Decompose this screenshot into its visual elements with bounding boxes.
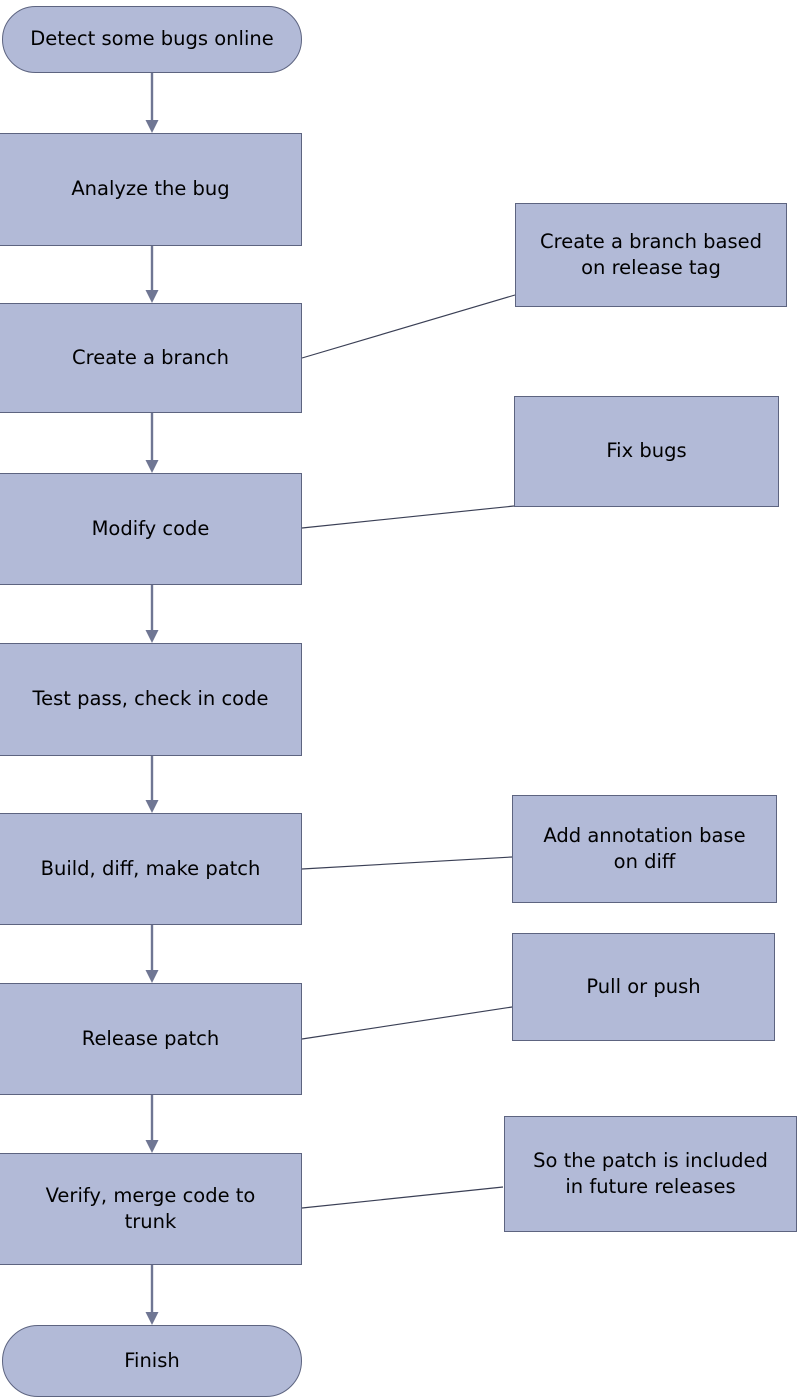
process-node-create-branch: Create a branch <box>0 303 302 413</box>
release-patch-label: Release patch <box>81 1026 220 1050</box>
create-branch-label: Create a branch <box>72 345 229 369</box>
arrow-create-branch-modify <box>145 413 159 473</box>
analyze-label: Analyze the bug <box>71 177 230 201</box>
process-node-finish: Finish <box>2 1325 302 1397</box>
arrow-modify-test <box>145 585 159 643</box>
build-diff-patch-label: Build, diff, make patch <box>40 856 261 880</box>
annotation-node-note-fix-bugs: Fix bugs <box>514 396 779 507</box>
arrow-release-verify <box>145 1095 159 1153</box>
process-node-verify-merge: Verify, merge code to trunk <box>0 1153 302 1265</box>
arrow-build-release <box>145 925 159 983</box>
arrow-start-analyze <box>145 73 159 133</box>
process-node-test-check-in: Test pass, check in code <box>0 643 302 756</box>
connector-release-patch-note <box>301 1006 513 1040</box>
note-add-annotation-label: Add annotation base on diff <box>543 823 746 873</box>
start-label: Detect some bugs online <box>30 27 274 51</box>
arrow-verify-finish <box>145 1265 159 1325</box>
annotation-node-note-add-annotation: Add annotation base on diff <box>512 795 777 903</box>
note-create-branch-label: Create a branch based on release tag <box>540 229 762 279</box>
connector-create-branch-note <box>301 294 516 359</box>
note-fix-bugs-label: Fix bugs <box>606 439 687 463</box>
process-node-analyze: Analyze the bug <box>0 133 302 246</box>
process-node-build-diff-patch: Build, diff, make patch <box>0 813 302 925</box>
connector-build-diff-note <box>301 856 513 870</box>
note-pull-or-push-label: Pull or push <box>586 974 701 998</box>
process-node-modify-code: Modify code <box>0 473 302 585</box>
test-check-in-label: Test pass, check in code <box>32 687 269 711</box>
note-future-releases-label: So the patch is included in future relea… <box>533 1148 768 1198</box>
annotation-node-note-create-branch: Create a branch based on release tag <box>515 203 787 307</box>
annotation-node-note-future-releases: So the patch is included in future relea… <box>504 1116 797 1232</box>
modify-code-label: Modify code <box>91 516 210 540</box>
connector-verify-merge-note <box>301 1186 504 1209</box>
process-node-start: Detect some bugs online <box>2 6 302 73</box>
arrow-test-build <box>145 756 159 813</box>
process-node-release-patch: Release patch <box>0 983 302 1095</box>
connector-modify-code-note <box>301 505 515 529</box>
connectors-group <box>301 294 516 1209</box>
annotation-node-note-pull-or-push: Pull or push <box>512 933 775 1041</box>
verify-merge-label: Verify, merge code to trunk <box>45 1183 256 1233</box>
arrow-analyze-create-branch <box>145 246 159 303</box>
finish-label: Finish <box>124 1348 180 1372</box>
